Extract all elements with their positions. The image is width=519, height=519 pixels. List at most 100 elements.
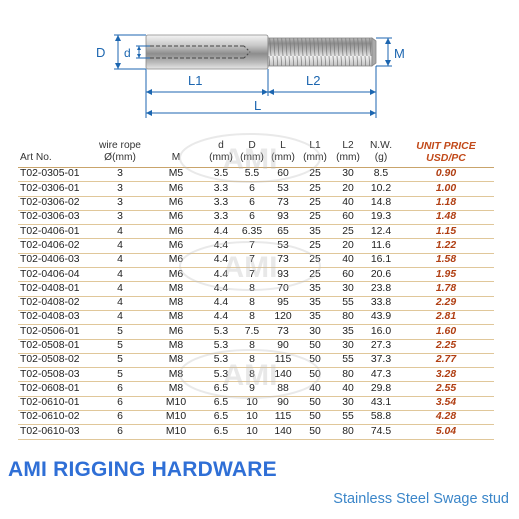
cell-L2: 30 xyxy=(332,281,364,297)
cell-L1: 50 xyxy=(298,339,332,354)
cell-D: 8 xyxy=(236,296,268,311)
cell-unit-price: 2.25 xyxy=(398,339,494,354)
cell-L: 53 xyxy=(268,181,298,197)
cell-L2: 60 xyxy=(332,267,364,283)
cell-L: 115 xyxy=(268,353,298,369)
brand-name: AMI RIGGING HARDWARE xyxy=(8,458,277,481)
cell-d: 5.3 xyxy=(206,339,236,354)
label-d: d xyxy=(124,46,131,60)
cell-unit-price: 1.78 xyxy=(398,281,494,297)
cell-unit-price: 3.28 xyxy=(398,367,494,383)
cell-D: 7 xyxy=(236,238,268,254)
cell-L1: 35 xyxy=(298,224,332,240)
cell-nw: 11.6 xyxy=(364,238,398,254)
cell-unit-price: 1.60 xyxy=(398,324,494,340)
cell-L1: 50 xyxy=(298,424,332,440)
cell-nw: 19.3 xyxy=(364,210,398,226)
cell-nw: 33.8 xyxy=(364,296,398,311)
cell-nw: 23.8 xyxy=(364,281,398,297)
cell-m: M6 xyxy=(146,224,206,240)
cell-art-no: T02-0305-01 xyxy=(18,167,94,183)
cell-L: 95 xyxy=(268,296,298,311)
swage-stud-diagram: D d M L1 L2 L xyxy=(96,34,405,118)
cell-d: 3.3 xyxy=(206,210,236,226)
cell-wire-rope: 4 xyxy=(94,296,146,311)
cell-L2: 40 xyxy=(332,381,364,397)
label-L2: L2 xyxy=(306,73,320,88)
cell-art-no: T02-0406-02 xyxy=(18,238,94,254)
cell-L2: 80 xyxy=(332,310,364,326)
cell-m: M6 xyxy=(146,238,206,254)
cell-m: M10 xyxy=(146,410,206,426)
cell-art-no: T02-0508-01 xyxy=(18,339,94,354)
cell-d: 4.4 xyxy=(206,238,236,254)
cell-wire-rope: 5 xyxy=(94,367,146,383)
cell-L2: 80 xyxy=(332,424,364,440)
cell-m: M8 xyxy=(146,381,206,397)
header-L2: L2(mm) xyxy=(332,140,364,168)
label-L1: L1 xyxy=(188,73,202,88)
cell-D: 5.5 xyxy=(236,167,268,183)
cell-D: 6 xyxy=(236,196,268,211)
cell-D: 8 xyxy=(236,339,268,354)
cell-D: 6 xyxy=(236,181,268,197)
label-D: D xyxy=(96,45,105,60)
cell-D: 9 xyxy=(236,381,268,397)
cell-D: 10 xyxy=(236,410,268,426)
cell-L: 73 xyxy=(268,324,298,340)
cell-wire-rope: 6 xyxy=(94,396,146,412)
cell-d: 4.4 xyxy=(206,224,236,240)
cell-m: M10 xyxy=(146,396,206,412)
cell-m: M6 xyxy=(146,210,206,226)
stud-thread xyxy=(267,37,377,67)
label-L: L xyxy=(254,98,261,113)
cell-L2: 25 xyxy=(332,224,364,240)
cell-nw: 29.8 xyxy=(364,381,398,397)
cell-wire-rope: 5 xyxy=(94,324,146,340)
cell-L2: 80 xyxy=(332,367,364,383)
cell-m: M10 xyxy=(146,424,206,440)
cell-L: 60 xyxy=(268,167,298,183)
cell-d: 3.3 xyxy=(206,196,236,211)
cell-m: M8 xyxy=(146,281,206,297)
cell-L: 65 xyxy=(268,224,298,240)
cell-d: 6.5 xyxy=(206,396,236,412)
cell-D: 6.35 xyxy=(236,224,268,240)
cell-wire-rope: 3 xyxy=(94,181,146,197)
cell-L: 93 xyxy=(268,267,298,283)
cell-d: 5.3 xyxy=(206,324,236,340)
cell-L: 93 xyxy=(268,210,298,226)
cell-wire-rope: 4 xyxy=(94,310,146,326)
cell-wire-rope: 5 xyxy=(94,339,146,354)
cell-L: 90 xyxy=(268,396,298,412)
cell-art-no: T02-0306-01 xyxy=(18,181,94,197)
cell-L2: 55 xyxy=(332,296,364,311)
cell-L1: 50 xyxy=(298,410,332,426)
cell-L1: 25 xyxy=(298,167,332,183)
stud-body xyxy=(145,34,269,70)
cell-m: M8 xyxy=(146,367,206,383)
cell-m: M6 xyxy=(146,267,206,283)
cell-unit-price: 5.04 xyxy=(398,424,494,440)
cell-wire-rope: 3 xyxy=(94,196,146,211)
header-L: L(mm) xyxy=(268,140,298,168)
cell-unit-price: 2.29 xyxy=(398,296,494,311)
cell-wire-rope: 3 xyxy=(94,210,146,226)
cell-unit-price: 1.15 xyxy=(398,224,494,240)
dimension-arrows xyxy=(115,35,391,116)
cell-d: 4.4 xyxy=(206,253,236,269)
header-nw: N.W.(g) xyxy=(364,140,398,168)
cell-art-no: T02-0408-01 xyxy=(18,281,94,297)
cell-D: 7.5 xyxy=(236,324,268,340)
